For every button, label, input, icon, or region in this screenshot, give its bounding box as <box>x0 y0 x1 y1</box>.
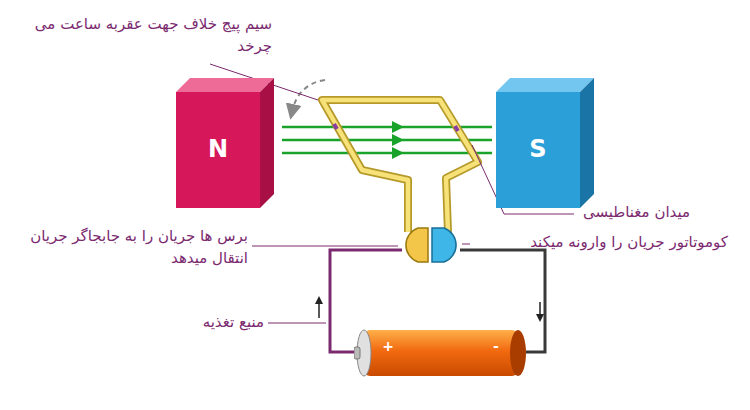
magnet: N <box>176 78 274 208</box>
brush-callout: برس ها جریان را به جابجاگر جریان انتقال … <box>0 226 248 270</box>
supply-callout: منبع تغذیه <box>164 312 264 334</box>
current-arrow <box>315 296 323 304</box>
battery-cylinder <box>354 328 530 378</box>
commutator-half <box>432 228 456 262</box>
current-arrow <box>536 314 544 322</box>
coil <box>322 100 478 232</box>
coil <box>322 100 478 232</box>
magnet-pole: S <box>496 135 580 163</box>
coil-marks <box>334 124 458 131</box>
commutator-half <box>406 228 428 262</box>
field-callout: میدان مغناطیسی <box>540 202 690 224</box>
battery-terminal-sign: + <box>380 338 396 354</box>
field-arrows <box>392 121 404 159</box>
coil-callout: سیم پیچ خلاف جهت عقربه ساعت می چرخد <box>12 14 272 58</box>
battery: +- <box>354 328 530 378</box>
commutator-callout: کوموتاتور جریان را وارونه میکند <box>473 232 728 254</box>
magnet: S <box>496 78 594 208</box>
battery-terminal-sign: - <box>488 338 504 354</box>
magnet-pole: N <box>176 135 260 163</box>
rotation-arrow <box>292 80 325 112</box>
